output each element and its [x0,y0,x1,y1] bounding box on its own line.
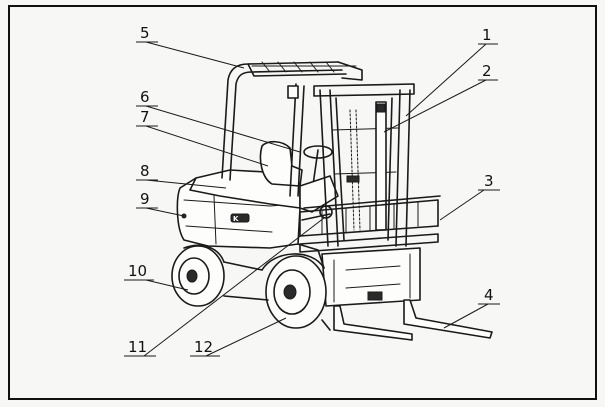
svg-text:3: 3 [484,172,494,190]
svg-text:1: 1 [482,26,492,44]
svg-text:9: 9 [140,190,150,208]
load-backrest [299,195,441,253]
svg-text:10: 10 [128,262,147,280]
callout-8: 8 [136,162,227,189]
work-light [287,85,299,99]
callout-7: 7 [136,108,269,167]
callout-11: 11 [124,217,325,357]
svg-text:4: 4 [484,286,494,304]
rear-wheel [171,244,225,307]
callout-9: 9 [136,190,185,217]
diagram-border [8,5,597,400]
callout-6: 6 [136,88,301,153]
forks [321,299,493,341]
callout-12: 12 [190,317,287,357]
front-wheel [261,253,327,329]
svg-text:8: 8 [140,162,150,180]
callout-3: 3 [439,172,500,221]
callout-1: 1 [405,26,498,117]
callout-4: 4 [443,286,500,329]
callout-10: 10 [124,262,189,291]
brand-badge-text: K [233,215,239,223]
overhead-guard [221,61,363,197]
svg-text:11: 11 [128,338,147,356]
brand-badge [230,213,250,223]
operator-seat [259,140,303,187]
svg-text:2: 2 [482,62,492,80]
lift-cylinder [375,101,387,231]
callout-5: 5 [136,24,245,69]
svg-text:12: 12 [194,338,213,356]
callout-2: 2 [383,62,498,133]
callouts: 1 2 3 4 5 6 [124,24,500,357]
svg-text:7: 7 [140,108,150,126]
forklift-drawing: K [171,61,493,341]
steering-wheel [303,145,333,159]
svg-text:6: 6 [140,88,150,106]
svg-text:5: 5 [140,24,150,42]
mast-assembly [301,83,415,247]
